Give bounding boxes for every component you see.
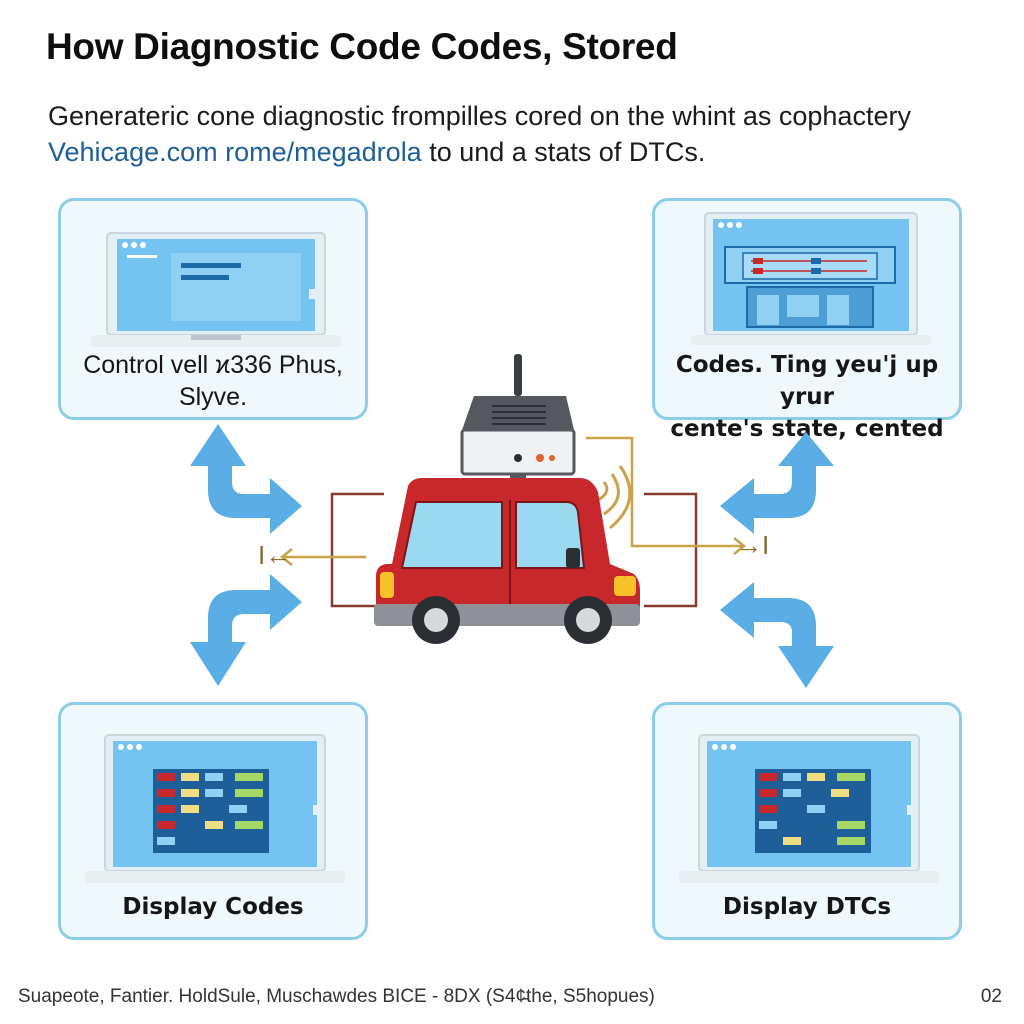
subtitle-line1: Generateric cone diagnostic frompilles c… (48, 101, 911, 131)
signal-waves-icon (597, 465, 632, 530)
card-label: Display DTCs (722, 894, 892, 920)
wire-right-gold (586, 436, 747, 555)
card-label: Display Codes (122, 894, 304, 920)
page-title: How Diagnostic Code Codes, Stored (46, 26, 678, 67)
card-codes-state: Codes. Ting yeu'j up yrur cente's state,… (652, 198, 962, 442)
car-icon (374, 478, 640, 644)
footer-caption: Suapeote, Fantier. HoldSule, Muschawdes … (18, 986, 655, 1007)
wire-right (644, 492, 698, 608)
laptop-icon (91, 232, 341, 347)
card-label-line2: Slyve. (178, 383, 248, 411)
card-control-module: Control vell ϰ336 Phus, Slyve. (58, 198, 368, 420)
subtitle-line2: to und a stats of DTCs. (421, 137, 706, 167)
card-label: Control vell ϰ336 Phus, Slyve. (61, 349, 365, 413)
page-number: 02 (980, 986, 1002, 1007)
card-label-line1: Control vell ϰ336 Phus, (83, 351, 343, 379)
wire-left (330, 492, 384, 608)
arrow-bottom-left (190, 574, 302, 686)
subtitle-link[interactable]: Vehicage.com rome/megadrola (48, 137, 422, 167)
arrow-bottom-right (720, 582, 834, 688)
laptop-icon (691, 212, 931, 345)
card-display-codes: Display Codes (58, 702, 368, 940)
laptop-icon (679, 734, 939, 883)
obd-scanner-icon (460, 354, 576, 488)
right-marker: →I (736, 530, 770, 560)
card-label: Codes. Ting yeu'j up yrur cente's state,… (655, 349, 959, 445)
card-display-dtcs: Display DTCs (652, 702, 962, 940)
arrow-top-left (190, 424, 302, 534)
card-label-line2: cente's state, cented (670, 416, 944, 442)
laptop-icon (85, 734, 345, 883)
left-marker: I← (258, 540, 292, 570)
wire-left-gold (279, 548, 366, 566)
subtitle: Generateric cone diagnostic frompilles c… (48, 98, 988, 170)
card-label-line1: Codes. Ting yeu'j up yrur (675, 352, 939, 410)
arrow-top-right (720, 432, 834, 534)
